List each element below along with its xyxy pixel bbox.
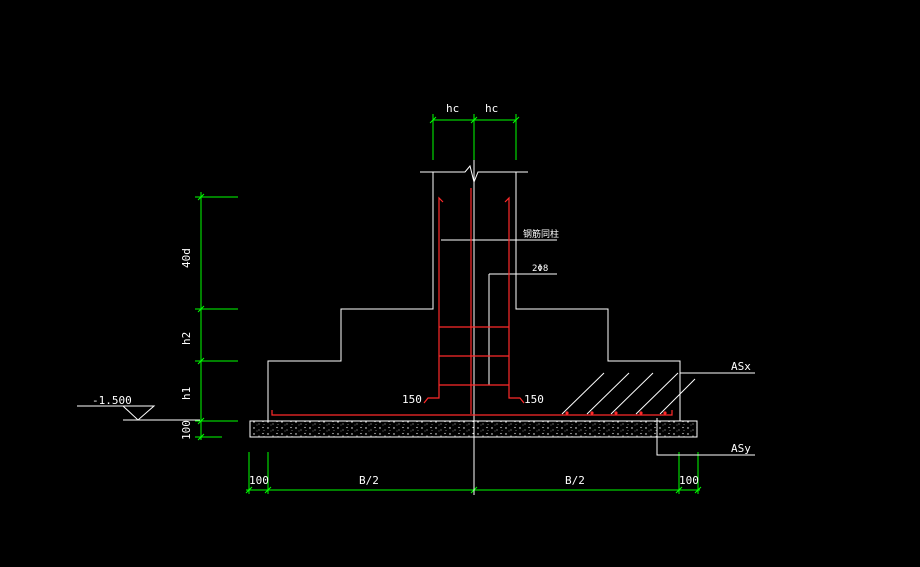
label-hook-left: 150 xyxy=(402,393,422,406)
label-h2: h2 xyxy=(180,332,193,345)
label-dim-b2-left: B/2 xyxy=(359,474,379,487)
asx-hatch xyxy=(561,372,696,415)
label-40d: 40d xyxy=(180,248,193,268)
label-h1: h1 xyxy=(180,387,193,400)
label-hc-right: hc xyxy=(485,102,498,115)
label-dim-100-right: 100 xyxy=(679,474,699,487)
label-stirrup: 2Φ8 xyxy=(532,264,548,274)
label-dim-100-left: 100 xyxy=(249,474,269,487)
rebar-dots xyxy=(565,411,667,415)
label-steel-column: 钢筋同柱 xyxy=(523,228,559,240)
label-hc-left: hc xyxy=(446,102,459,115)
rebar xyxy=(271,188,673,416)
footing-outline xyxy=(77,160,755,495)
label-asy: ASy xyxy=(731,442,751,455)
label-cushion-100: 100 xyxy=(180,420,193,440)
label-asx: ASx xyxy=(731,360,751,373)
label-hook-right: 150 xyxy=(524,393,544,406)
label-elevation: -1.500 xyxy=(92,394,132,407)
label-dim-b2-right: B/2 xyxy=(565,474,585,487)
